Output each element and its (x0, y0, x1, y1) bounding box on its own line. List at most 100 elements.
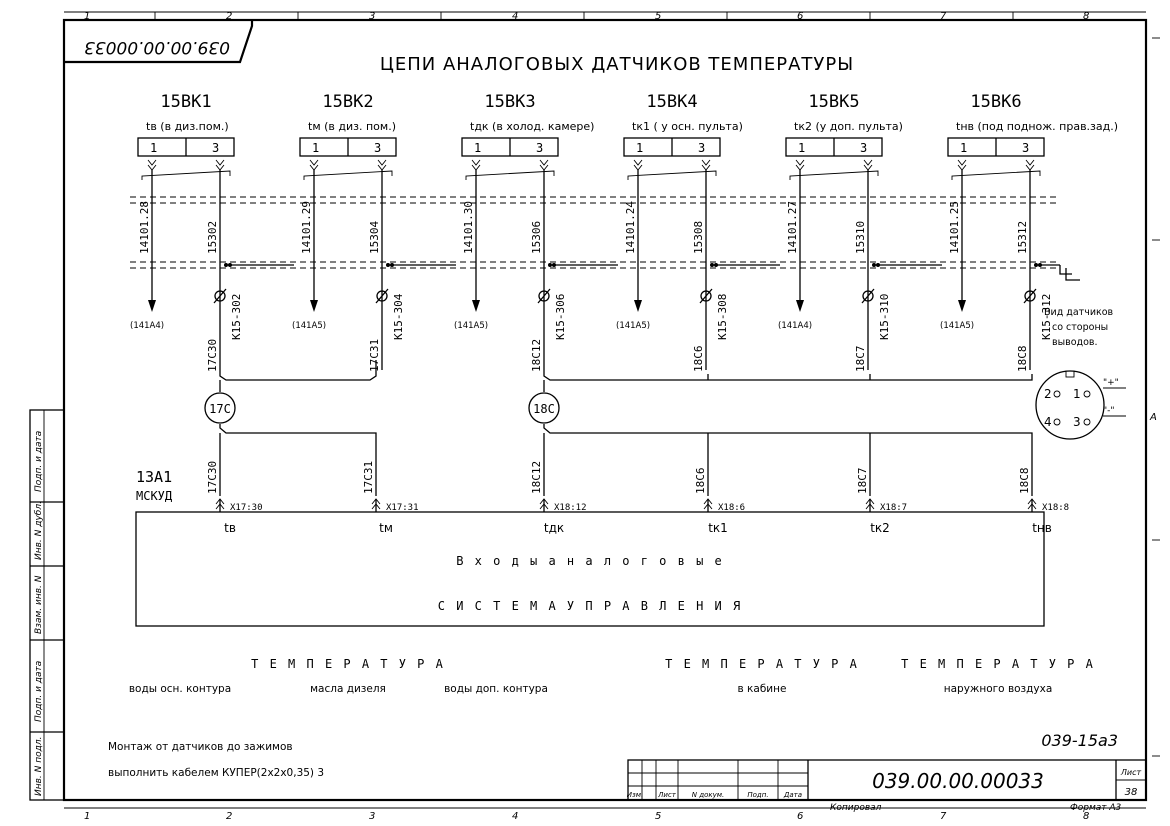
view-pin3: 3 (1073, 415, 1081, 429)
zone-5: 5 (655, 11, 661, 22)
wire-left: 14101.30 (462, 201, 475, 254)
arrow-icon (634, 300, 642, 312)
wire-right: 15306 (530, 221, 543, 254)
wire-destination: (141А4) (778, 321, 812, 331)
wire-right: 15302 (206, 221, 219, 254)
col-sign: Подп. (747, 791, 768, 799)
zone-numbers-top: 1 2 3 4 5 6 7 8 (84, 11, 1089, 22)
connector-label: К15-302 (230, 294, 243, 340)
sensor-desc: tнв (под поднож. прав.зад.) (956, 120, 1118, 133)
legend-temp3: Т Е М П Е Р А Т У Р А (901, 657, 1095, 671)
wire-left: 14101.29 (300, 201, 313, 254)
connector-label: К15-308 (716, 294, 729, 340)
pin-3: 3 (860, 141, 867, 155)
input-terminal: X17:31 (386, 503, 419, 513)
cable-core: 17С31 (368, 339, 381, 372)
unit-system-label: С И С Т Е М А У П Р А В Л Е Н И Я (438, 599, 742, 613)
cable-core: 18С8 (1016, 346, 1029, 373)
input-label: tк1 (708, 521, 728, 535)
lead-chevron (539, 159, 549, 166)
input-cable: 17С30 (206, 461, 219, 494)
input-cable: 18С7 (856, 468, 869, 495)
connector-label: К15-310 (878, 294, 891, 340)
pin-3: 3 (698, 141, 705, 155)
view-pin4: 4 (1044, 415, 1052, 429)
arrow-icon (310, 300, 318, 312)
connector-icon (376, 290, 388, 302)
sensor-desc: tв (в диз.пом.) (146, 120, 229, 133)
zone-a: A (1149, 412, 1157, 423)
side-label-dubl: Инв. N дубл. (34, 501, 44, 560)
wire-destination: (141А5) (940, 321, 974, 331)
connector-label: К15-304 (392, 293, 405, 340)
lead-chevron (377, 159, 387, 166)
unit-inputs: 17С30X17:30tв17С31X17:31tм18С12X18:12tдк… (206, 461, 1069, 535)
wire-destination: (141А5) (454, 321, 488, 331)
wire-right: 15304 (368, 221, 381, 254)
input-label: tк2 (870, 521, 890, 535)
legend-temp2: Т Е М П Е Р А Т У Р А (665, 657, 859, 671)
top-stamp: 039.00.00.00033 (64, 20, 254, 64)
input-cable: 18С6 (694, 468, 707, 495)
zone-3: 3 (369, 11, 375, 22)
arrow-icon (958, 300, 966, 312)
input-terminal: X18:7 (880, 503, 907, 513)
sensor-desc: tк1 ( у осн. пульта) (632, 120, 743, 133)
doc-number: 039.00.00.00033 (872, 769, 1044, 793)
lead-chevron (633, 159, 643, 166)
sensor-id: 15ВК4 (646, 92, 697, 112)
side-label-vzam: Взам. инв. N (34, 575, 44, 634)
cable-18c-circle (528, 392, 560, 424)
view-pin1: 1 (1073, 387, 1081, 401)
arrow-icon (472, 300, 480, 312)
svg-text:5: 5 (655, 811, 661, 822)
sensor-pin-view: Вид датчиков со стороны выводов. 2 1 4 3… (1035, 307, 1126, 440)
connector-label: К15-312 (1040, 294, 1053, 340)
pin-3: 3 (1022, 141, 1029, 155)
pin-1: 1 (960, 141, 967, 155)
diagram-title: ЦЕПИ АНАЛОГОВЫХ ДАТЧИКОВ ТЕМПЕРАТУРЫ (380, 54, 854, 75)
cable-17c-label: 17С (209, 402, 231, 416)
pin-1: 1 (150, 141, 157, 155)
side-stamp: Подп. и дата Инв. N дубл. Взам. инв. N П… (29, 409, 65, 801)
cable-core: 18С12 (530, 339, 543, 372)
lead-chevron (309, 159, 319, 166)
connector-icon (700, 290, 712, 302)
drawing-code: 039-15а3 (1041, 731, 1118, 750)
view-line1: Вид датчиков (1044, 307, 1114, 318)
note-line1: Монтаж от датчиков до зажимов (108, 741, 293, 753)
arrow-icon (148, 300, 156, 312)
sensor-id: 15ВК2 (322, 92, 373, 112)
input-terminal: X18:8 (1042, 503, 1069, 513)
lead-chevron (701, 159, 711, 166)
legend-sub5: наружного воздуха (944, 683, 1053, 695)
sheet-label: Лист (1120, 768, 1142, 777)
sensor-desc: tк2 (у доп. пульта) (794, 120, 903, 133)
input-cable: 18С12 (530, 461, 543, 494)
svg-text:1: 1 (84, 811, 90, 822)
cable-core: 18С6 (692, 346, 705, 373)
input-terminal: X17:30 (230, 503, 263, 513)
view-line3: выводов. (1052, 337, 1098, 348)
side-label-sign2: Подп. и дата (34, 661, 44, 722)
input-label: tм (379, 521, 393, 535)
lead-chevron (957, 159, 967, 166)
pin-1: 1 (474, 141, 481, 155)
pin-1: 1 (636, 141, 643, 155)
arrow-icon (796, 300, 804, 312)
sensor-id: 15ВК5 (808, 92, 859, 112)
top-stamp-number: 039.00.00.00033 (84, 37, 230, 57)
input-cable: 18С8 (1018, 468, 1031, 495)
wire-destination: (141А4) (130, 321, 164, 331)
sensor-desc: tдк (в холод. камере) (470, 120, 594, 133)
temperature-legend: Т Е М П Е Р А Т У Р А Т Е М П Е Р А Т У … (129, 657, 1095, 695)
svg-text:7: 7 (940, 811, 947, 822)
sheet-number: 38 (1125, 787, 1138, 798)
lead-chevron (795, 159, 805, 166)
svg-text:3: 3 (369, 811, 375, 822)
pin-1: 1 (798, 141, 805, 155)
